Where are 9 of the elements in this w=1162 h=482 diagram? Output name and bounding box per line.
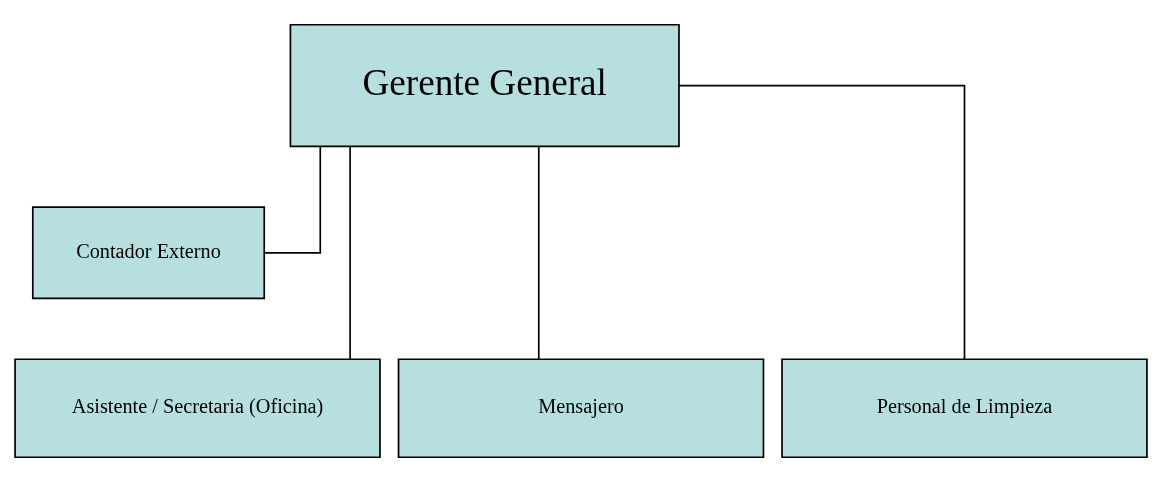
node-box: Asistente / Secretaria (Oficina) (14, 358, 381, 459)
connector (263, 145, 322, 254)
node-box: Personal de Limpieza (781, 358, 1148, 459)
connector (678, 84, 966, 361)
node-box: Contador Externo (31, 206, 266, 300)
node-box: Gerente General (289, 23, 680, 148)
connector (537, 146, 540, 360)
node-box: Mensajero (397, 358, 765, 459)
connector (349, 146, 351, 360)
